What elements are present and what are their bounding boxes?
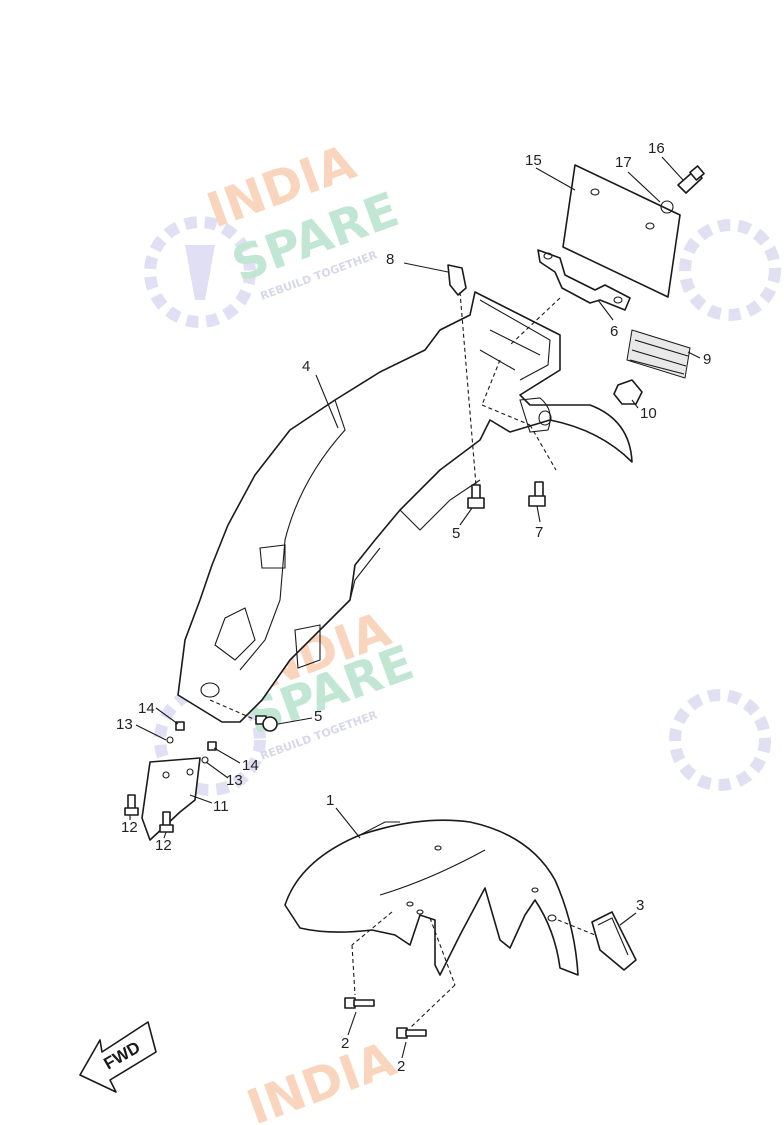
bolt-part-16 — [677, 165, 705, 194]
bolts-part-2 — [344, 997, 427, 1039]
callout-10: 10 — [640, 405, 657, 422]
callout-16: 16 — [648, 140, 665, 157]
screws-part-12 — [124, 794, 174, 833]
bolt-part-5-lower — [255, 715, 278, 732]
front-fender-part-1 — [284, 819, 579, 976]
callout-2-left: 2 — [341, 1035, 349, 1052]
callout-14-left: 14 — [138, 700, 155, 717]
mud-flap-part-11 — [141, 757, 201, 841]
callout-15: 15 — [525, 152, 542, 169]
callout-9: 9 — [703, 351, 711, 368]
bolt-part-7 — [528, 481, 546, 507]
callout-6: 6 — [610, 323, 618, 340]
callout-5-lower: 5 — [314, 708, 322, 725]
callout-12-left: 12 — [121, 819, 138, 836]
callout-8: 8 — [386, 251, 394, 268]
callout-12-right: 12 — [155, 837, 172, 854]
callout-17: 17 — [615, 154, 632, 171]
leader-lines — [129, 156, 701, 1059]
callout-14-right: 14 — [242, 757, 259, 774]
fwd-arrow-icon: FWD — [79, 1021, 157, 1093]
watermark-top: INDIA SPARE REBUILD TOGETHER — [144, 134, 406, 328]
assembly-dash-lines — [209, 291, 596, 1029]
callout-3: 3 — [636, 897, 644, 914]
callout-2-right: 2 — [397, 1058, 405, 1075]
callout-13-right: 13 — [226, 772, 243, 789]
callout-13-left: 13 — [116, 716, 133, 733]
callout-7: 7 — [535, 524, 543, 541]
nut-part-10 — [613, 379, 643, 405]
washer-part-17 — [660, 200, 674, 214]
wrench-logo-icon — [154, 684, 266, 796]
callout-5-top: 5 — [452, 525, 460, 542]
reflector-part-3 — [591, 911, 637, 971]
wrench-logo-icon — [144, 216, 256, 328]
bracket-part-6 — [537, 249, 631, 311]
nuts-part-14 — [175, 721, 217, 751]
clip-part-8 — [447, 264, 467, 296]
callout-11: 11 — [213, 798, 229, 815]
watermark-right — [669, 219, 781, 791]
license-plate-part-15 — [562, 164, 681, 298]
washers-part-13 — [166, 736, 209, 764]
wrench-logo-icon — [669, 219, 781, 791]
callout-1: 1 — [326, 792, 334, 809]
rear-fender-part-4 — [177, 291, 633, 723]
callout-4: 4 — [302, 358, 310, 375]
callout-labels: 15 17 16 8 6 9 10 4 5 7 5 14 13 14 13 11… — [116, 140, 711, 1075]
bolt-part-5-top — [467, 484, 485, 509]
reflector-part-9 — [626, 329, 691, 379]
watermark-line1: INDIA — [240, 1031, 403, 1125]
watermark-bottom: INDIA — [240, 1031, 403, 1125]
